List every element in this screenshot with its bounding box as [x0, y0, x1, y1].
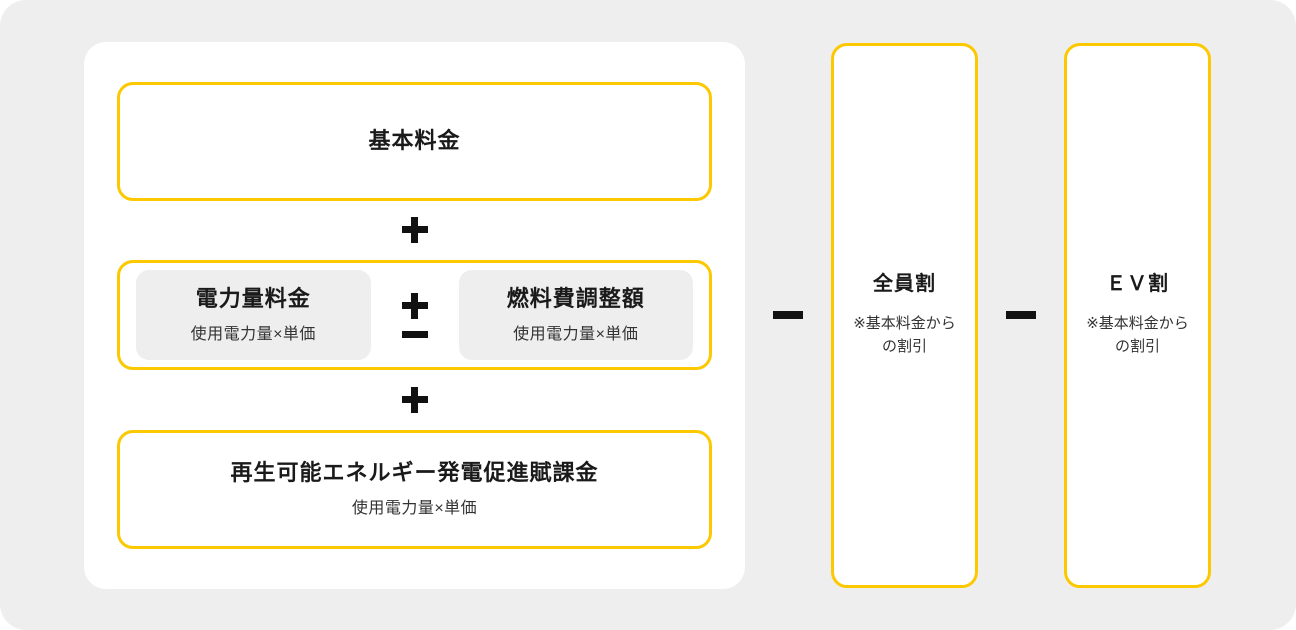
operator-row-plus-1 — [117, 202, 712, 258]
discount-box-all-members: 全員割 ※基本料金から の割引 — [831, 42, 978, 588]
fuel-adjustment-panel: 燃料費調整額 使用電力量×単価 — [458, 270, 693, 360]
discount-note: ※基本料金から の割引 — [1086, 312, 1189, 359]
plus-icon — [401, 217, 428, 244]
energy-charge-panel: 電力量料金 使用電力量×単価 — [136, 270, 371, 360]
electricity-fee-card: 基本料金 電力量料金 使用電力量×単価 燃料費調整額 使用電力量×単価 — [84, 41, 745, 589]
renewable-levy-title: 再生可能エネルギー発電促進賦課金 — [230, 460, 599, 486]
discount-title: 全員割 — [873, 272, 936, 295]
fuel-adjustment-title: 燃料費調整額 — [506, 286, 645, 312]
separator-minus-2 — [978, 311, 1064, 319]
discount-note: ※基本料金から の割引 — [853, 312, 956, 359]
discount-note-line-1: ※基本料金から — [853, 314, 956, 332]
discount-box-ev: ＥＶ割 ※基本料金から の割引 — [1064, 42, 1211, 588]
fuel-adjustment-subtitle: 使用電力量×単価 — [513, 325, 639, 343]
renewable-levy-box: 再生可能エネルギー発電促進賦課金 使用電力量×単価 — [117, 429, 712, 549]
energy-charge-group-box: 電力量料金 使用電力量×単価 燃料費調整額 使用電力量×単価 — [117, 260, 712, 370]
minus-icon — [773, 311, 803, 319]
plus-icon — [401, 386, 428, 413]
discount-note-line-2: の割引 — [881, 338, 927, 355]
renewable-levy-subtitle: 使用電力量×単価 — [351, 499, 478, 517]
basic-charge-title: 基本料金 — [368, 127, 461, 153]
separator-minus-1 — [745, 311, 831, 319]
operator-row-plus-2 — [117, 372, 712, 428]
discount-note-line-2: の割引 — [1114, 338, 1160, 355]
minus-icon — [401, 330, 428, 338]
discount-title: ＥＶ割 — [1106, 272, 1169, 295]
basic-charge-box: 基本料金 — [117, 81, 712, 201]
discount-note-line-1: ※基本料金から — [1086, 314, 1189, 332]
plus-minus-operator — [371, 292, 459, 338]
minus-icon — [1006, 311, 1036, 319]
plus-icon — [401, 292, 428, 319]
energy-charge-subtitle: 使用電力量×単価 — [190, 325, 316, 343]
energy-charge-title: 電力量料金 — [195, 286, 311, 312]
